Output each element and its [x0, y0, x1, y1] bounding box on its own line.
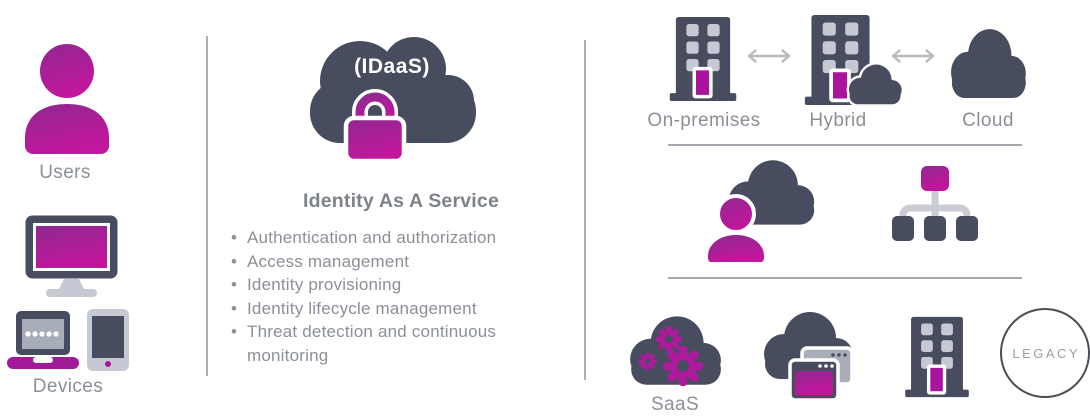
- feature-item: Authentication and authorization: [230, 226, 540, 250]
- cloud-user-icon: [708, 160, 815, 262]
- left-column-divider: [206, 36, 208, 376]
- idaas-cloud-text: (IDaaS): [354, 55, 430, 78]
- saas-cloud-icon: [630, 316, 721, 387]
- on-premises-label: On-premises: [647, 110, 761, 131]
- arrow-icon: [888, 46, 938, 66]
- on-premises-building-icon: [668, 14, 738, 104]
- users-label: Users: [39, 162, 91, 183]
- user-icon: [25, 44, 109, 154]
- cloud-apps-icon: [764, 312, 854, 402]
- cloud-icon: [946, 26, 1030, 98]
- row-divider: [668, 144, 1022, 146]
- arrow-icon: [744, 46, 794, 66]
- feature-item: Identity provisioning: [230, 273, 540, 297]
- legacy-label: LEGACY: [1012, 345, 1081, 361]
- laptop-icon: [7, 311, 79, 369]
- legacy-building-icon: [902, 316, 972, 398]
- org-chart-icon: [892, 166, 978, 241]
- legacy-badge: LEGACY: [1000, 308, 1090, 398]
- idaas-feature-list: Authentication and authorization Access …: [230, 226, 540, 367]
- hybrid-label: Hybrid: [809, 110, 867, 131]
- devices-label: Devices: [32, 376, 104, 397]
- cloud-label: Cloud: [962, 110, 1014, 131]
- monitor-icon: [25, 215, 118, 297]
- saas-label: SaaS: [650, 394, 700, 415]
- feature-item: Access management: [230, 250, 540, 274]
- phone-icon: [87, 309, 129, 371]
- lock-icon: [343, 89, 407, 164]
- center-column-divider: [584, 40, 586, 380]
- feature-item: Threat detection and continuous monitori…: [230, 320, 540, 367]
- feature-item: Identity lifecycle management: [230, 297, 540, 321]
- idaas-heading: Identity As A Service: [302, 190, 500, 212]
- row-divider: [668, 277, 1022, 279]
